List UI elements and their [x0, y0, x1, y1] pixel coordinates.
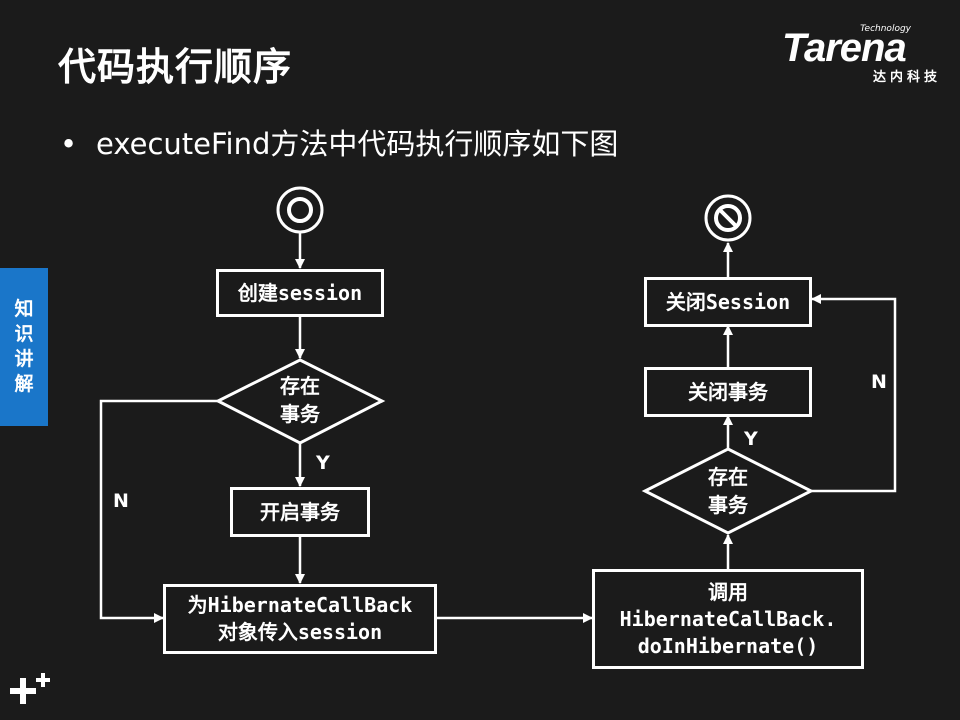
- decision-exist-transaction-2: 存在 事务: [668, 463, 788, 519]
- page-title: 代码执行顺序: [58, 45, 293, 89]
- bullet-text: executeFind方法中代码执行顺序如下图: [96, 127, 619, 161]
- arrow-diamond1-no-branch: [99, 399, 218, 623]
- decision-label-line: 事务: [280, 402, 320, 426]
- side-tab-char: 讲: [14, 348, 34, 370]
- decision-exist-transaction-1: 存在 事务: [240, 372, 360, 428]
- side-tab-char: 解: [14, 373, 34, 395]
- decision-label-line: 存在: [708, 465, 748, 489]
- logo-brand-text: Tarena: [782, 26, 907, 70]
- step-close-transaction: 关闭事务: [644, 367, 812, 417]
- step-begin-transaction-label: 开启事务: [260, 499, 340, 524]
- label-yes-2: Y: [744, 428, 758, 450]
- step-call-callback-line: 调用: [708, 579, 748, 604]
- step-call-callback: 调用 HibernateCallBack. doInHibernate(): [592, 569, 864, 669]
- step-begin-transaction: 开启事务: [230, 487, 370, 537]
- step-close-transaction-label: 关闭事务: [688, 379, 768, 404]
- decision-label-line: 存在: [280, 374, 320, 398]
- side-tab-char: 识: [14, 323, 34, 345]
- end-node-icon: [704, 194, 752, 242]
- decision-label-line: 事务: [708, 493, 748, 517]
- tarena-logo: Technology Tarena 达内科技: [782, 22, 947, 85]
- decision-diamond-2: [641, 447, 815, 535]
- label-no-1: N: [113, 490, 129, 512]
- side-tab-knowledge[interactable]: 知 识 讲 解: [0, 268, 48, 426]
- logo-technology-text: Technology: [860, 24, 911, 34]
- step-pass-session-line: 为HibernateCallBack: [187, 593, 413, 617]
- label-no-2: N: [871, 371, 887, 393]
- step-call-callback-line: doInHibernate(): [637, 633, 819, 658]
- arrow-diamond2-no-branch: [811, 294, 897, 493]
- side-tab-char: 知: [14, 298, 34, 320]
- start-node-icon: [276, 186, 324, 234]
- bullet-marker: •: [60, 127, 78, 161]
- logo-subtitle-text: 达内科技: [872, 70, 941, 85]
- step-create-session: 创建session: [216, 269, 384, 317]
- plus-plus-icon: [10, 673, 50, 704]
- step-call-callback-line: HibernateCallBack.: [619, 606, 837, 631]
- bullet-item: • executeFind方法中代码执行顺序如下图: [60, 121, 618, 163]
- step-close-session: 关闭Session: [644, 277, 812, 327]
- step-close-session-label: 关闭Session: [665, 289, 791, 314]
- step-pass-session: 为HibernateCallBack 对象传入session: [163, 584, 437, 654]
- step-pass-session-line: 对象传入session: [217, 620, 383, 644]
- label-yes-1: Y: [316, 452, 330, 474]
- step-create-session-label: 创建session: [237, 280, 363, 305]
